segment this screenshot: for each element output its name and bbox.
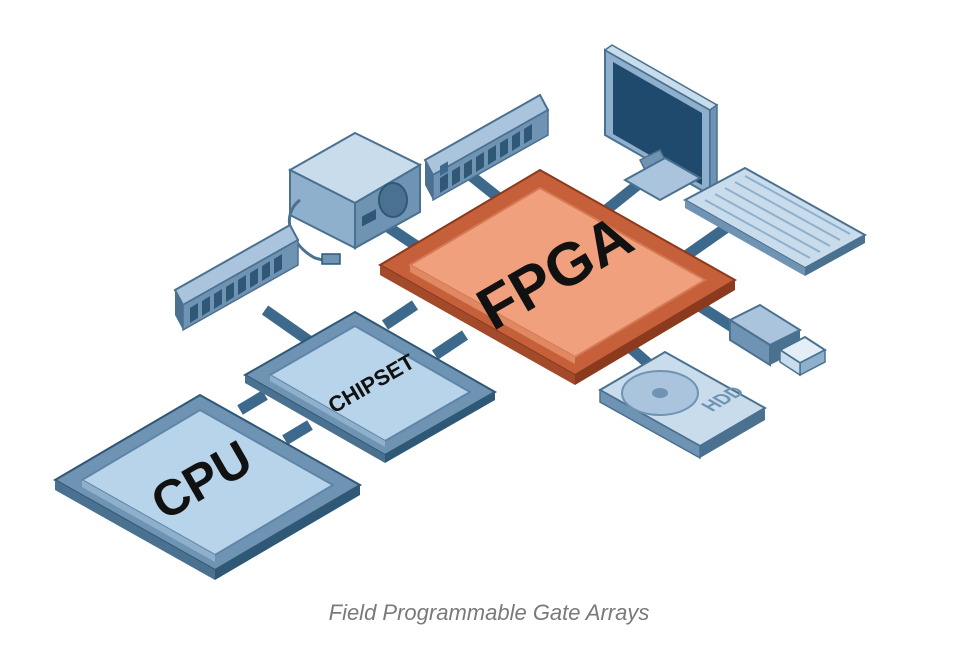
bus-chipset-cpu-a (237, 390, 268, 415)
usb-connector (727, 303, 827, 377)
fpga-chip: FPGA (378, 168, 737, 385)
ram-module-top (423, 93, 550, 202)
power-supply (287, 131, 423, 265)
diagram-caption: Field Programmable Gate Arrays (328, 600, 650, 625)
bus-chipset-cpu-b (282, 420, 313, 445)
chipset-chip: CHIPSET (242, 310, 498, 463)
fpga-architecture-diagram: HDD CPU CHIPSET FPGA (52, 44, 868, 580)
hard-disk-drive: HDD (597, 350, 768, 460)
cpu-chip: CPU (52, 393, 363, 580)
keyboard (682, 166, 868, 276)
psu-fan (378, 182, 408, 218)
monitor (603, 44, 719, 202)
ram-module-left (173, 223, 300, 332)
bus-fpga-chipset-a (381, 300, 419, 330)
bus-fpga-chipset-b (431, 330, 469, 360)
